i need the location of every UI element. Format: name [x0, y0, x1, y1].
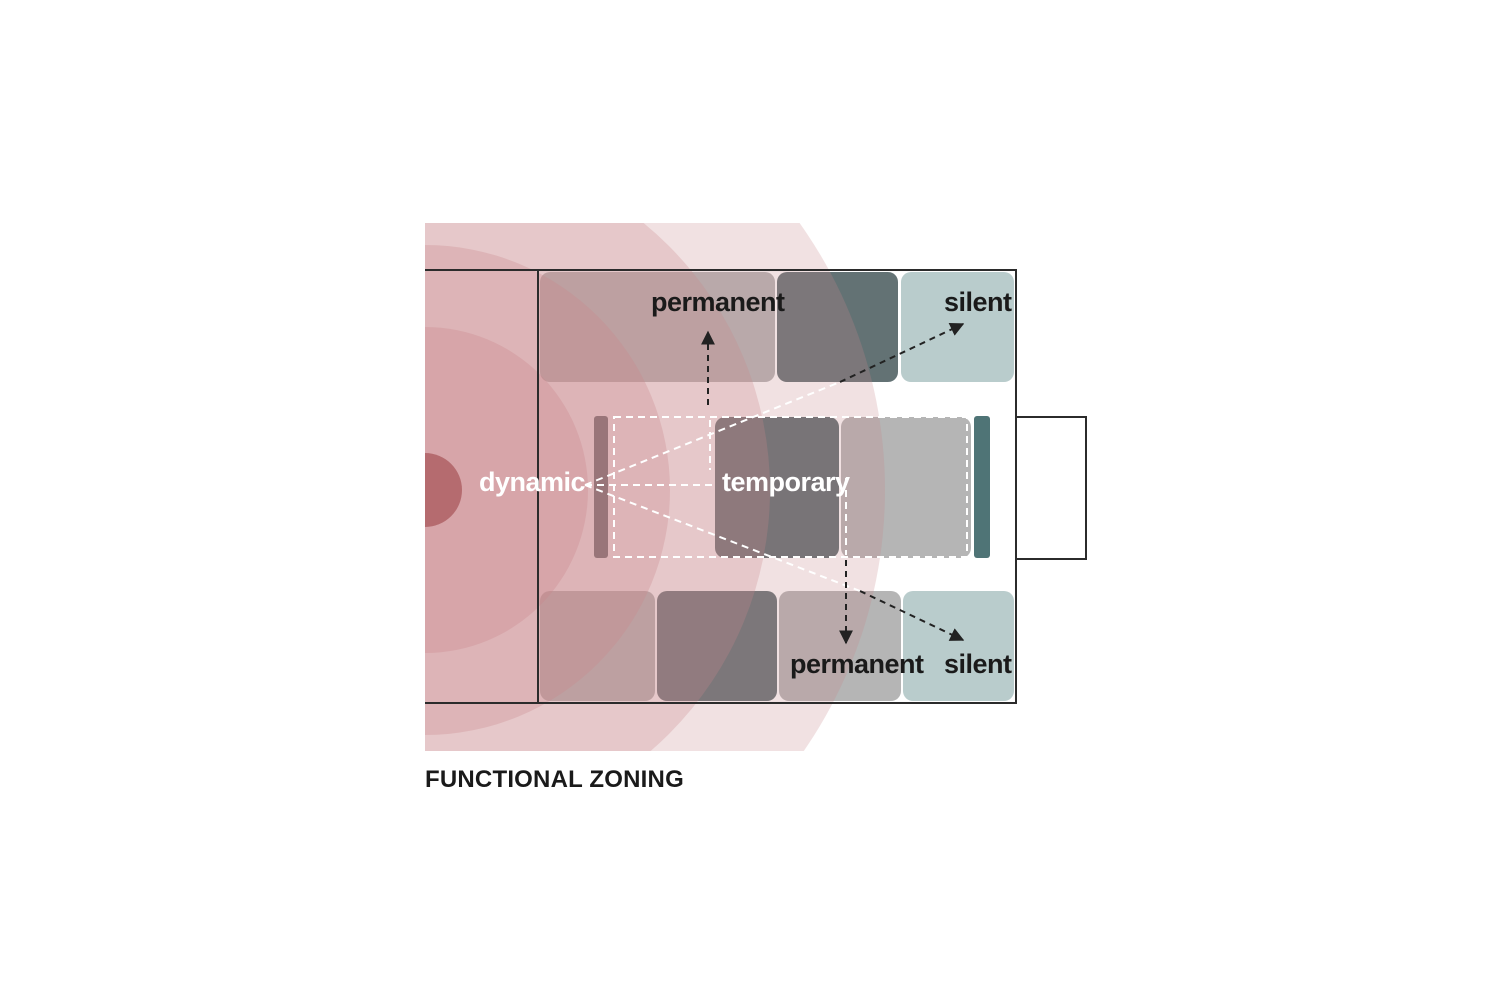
label-silent-bottom: silent: [944, 649, 1012, 679]
temporary-zone-center: [715, 417, 839, 558]
ray-to-silent-top: [584, 381, 841, 486]
ray-to-silent-bottom: [584, 484, 861, 592]
arrow-to-silent-bottom: [859, 590, 965, 641]
dynamic-ring-1: [425, 327, 588, 653]
temporary-zone-bottom: [657, 591, 777, 701]
dynamic-rays: [584, 381, 861, 592]
silent-zone-bottom: [903, 591, 1014, 701]
dynamic-ring-2: [425, 245, 670, 735]
permanent-zone-center: [841, 417, 971, 558]
label-temporary: temporary: [722, 467, 850, 497]
dynamic-ring-3: [425, 223, 770, 751]
permanent-zone-bottom-left: [540, 591, 655, 701]
permanent-zone-bottom-right: [779, 591, 901, 701]
label-silent-top: silent: [944, 287, 1012, 317]
label-permanent-top: permanent: [651, 287, 785, 317]
permanent-zone-top: [540, 272, 775, 382]
label-permanent-bottom: permanent: [790, 649, 924, 679]
arrow-to-silent-top: [839, 323, 965, 383]
zone-arrows: [701, 323, 965, 645]
zone-blocks: [540, 272, 1014, 701]
annex-room-outline: [1015, 416, 1087, 560]
divider-left: [594, 416, 608, 558]
temporary-zone-top: [777, 272, 898, 382]
dynamic-ring-4: [425, 223, 885, 751]
divider-right: [974, 416, 990, 558]
dynamic-rings: [425, 223, 885, 751]
diagram-caption: FUNCTIONAL ZONING: [425, 766, 684, 793]
temporary-corridor-outline: [613, 416, 968, 558]
left-mask: [380, 220, 425, 760]
label-dynamic: dynamic: [479, 467, 586, 497]
